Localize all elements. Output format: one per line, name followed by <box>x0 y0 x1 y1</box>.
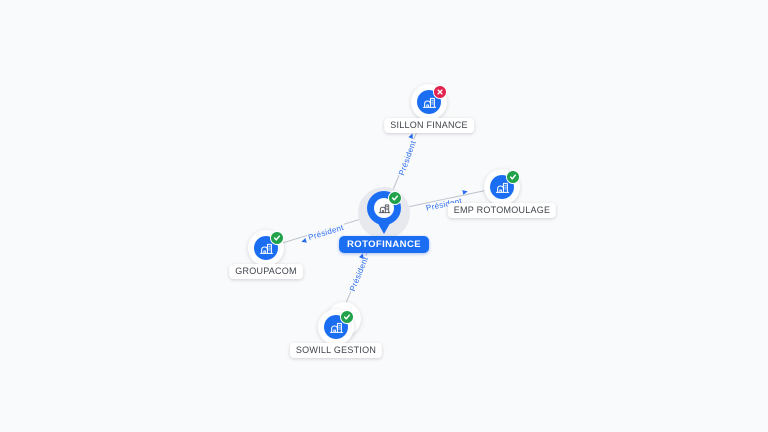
status-badge-cross <box>432 84 447 99</box>
edge-arrow-icon <box>408 133 413 139</box>
status-badge-check <box>505 169 520 184</box>
company-icon <box>495 182 509 193</box>
check-icon <box>509 173 516 180</box>
edge-label: Président <box>397 139 418 177</box>
edge-arrow-icon <box>301 238 307 243</box>
status-badge-check <box>269 230 284 245</box>
company-label[interactable]: SILLON FINANCE <box>384 118 474 133</box>
company-icon <box>378 203 390 213</box>
company-label[interactable]: GROUPACOM <box>229 264 303 279</box>
company-icon <box>259 243 273 254</box>
status-badge-check <box>339 309 354 324</box>
company-label[interactable]: SOWILL GESTION <box>289 343 383 358</box>
node-icon-circle <box>374 198 394 218</box>
cross-icon <box>436 88 443 95</box>
company-icon <box>329 322 343 333</box>
edge-arrow-icon <box>358 253 364 259</box>
check-icon <box>391 195 399 201</box>
company-label[interactable]: EMP ROTOMOULAGE <box>447 203 557 218</box>
company-label[interactable]: ROTOFINANCE <box>339 236 429 253</box>
edge-label: Président <box>348 255 370 293</box>
edge-arrow-icon <box>462 190 468 195</box>
check-icon <box>273 234 280 241</box>
company-icon <box>422 97 436 108</box>
status-badge-check <box>388 191 402 205</box>
check-icon <box>343 313 350 320</box>
